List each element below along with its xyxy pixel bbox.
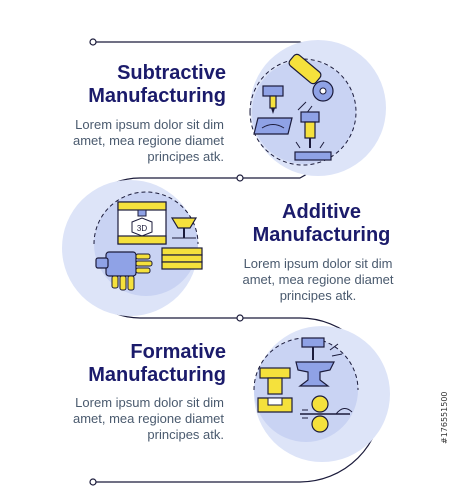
print-nozzle-icon <box>161 217 203 270</box>
angle-grinder-icon <box>288 53 334 115</box>
step-1-title: Subtractive Manufacturing <box>88 62 226 107</box>
additive-manufacturing-icon: 3D <box>62 180 203 316</box>
press-icon <box>257 367 293 413</box>
drill-press-icon <box>253 85 293 135</box>
anvil-hammer-icon <box>295 337 343 387</box>
connector-dot-end <box>89 478 97 486</box>
connector-dot-1 <box>236 174 244 182</box>
robotic-hand-icon <box>95 251 153 291</box>
stock-id-watermark: #176551500 <box>440 391 449 444</box>
formative-manufacturing-icon <box>253 326 390 462</box>
rollers-icon <box>300 395 353 433</box>
step-3-body: Lorem ipsum dolor sit dim amet, mea regi… <box>72 395 224 442</box>
connector-dot-start <box>89 38 97 46</box>
step-3-title: Formative Manufacturing <box>88 341 226 386</box>
subtractive-manufacturing-icon <box>249 40 386 176</box>
3d-label: 3D <box>137 224 147 233</box>
connector-dot-2 <box>236 314 244 322</box>
milling-cutter-icon <box>294 111 332 161</box>
step-2-body: Lorem ipsum dolor sit dim amet, mea regi… <box>242 256 394 303</box>
3d-printer-icon: 3D <box>117 201 167 245</box>
step-2-title: Additive Manufacturing <box>252 201 391 246</box>
step-1-body: Lorem ipsum dolor sit dim amet, mea regi… <box>72 117 224 164</box>
